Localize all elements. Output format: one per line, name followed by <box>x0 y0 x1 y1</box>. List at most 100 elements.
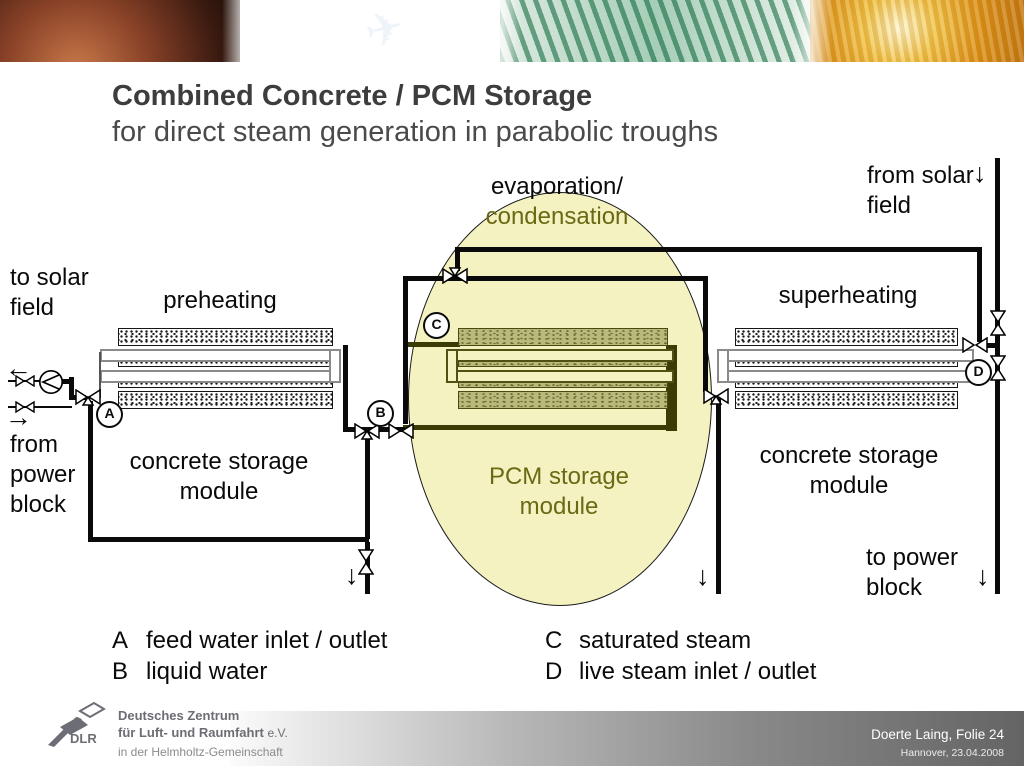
pcm-bar <box>458 328 668 346</box>
marker-d: D <box>965 359 992 386</box>
pipe-to-power <box>716 398 721 594</box>
valve-icon <box>990 355 1006 381</box>
tube-connector <box>329 349 341 383</box>
pipe <box>365 432 370 539</box>
pcm-pipe <box>403 425 671 430</box>
dlr-logo: DLR <box>48 701 106 747</box>
three-way-valve-icon <box>703 388 729 405</box>
concrete-bar <box>735 328 958 346</box>
label-line: module <box>179 478 259 505</box>
org-line-2: für Luft- und Raumfahrt e.V. <box>118 724 288 742</box>
label-line: block <box>10 491 67 518</box>
pipe <box>343 345 348 431</box>
arrow-right-icon: → <box>5 402 32 432</box>
heat-exchanger-tube <box>100 370 341 383</box>
pcm-bar <box>458 391 668 409</box>
tube-stub <box>99 352 101 398</box>
thin-pipe <box>8 406 72 408</box>
pipe <box>88 401 93 539</box>
org-line-1: Deutsches Zentrum <box>118 708 240 723</box>
pipe <box>455 247 982 252</box>
legend-item-a: A feed water inlet / outlet <box>112 627 387 655</box>
label-evaporation: evaporation/ <box>490 173 624 200</box>
label-line: field <box>10 294 55 321</box>
legend-key: A <box>112 627 129 654</box>
three-way-valve-icon <box>75 389 101 406</box>
heat-exchanger-tube <box>100 349 341 362</box>
footer-gradient-bar: Doerte Laing, Folie 24 Hannover, 23.04.2… <box>230 711 1024 766</box>
label-pcm-module: PCM storage module <box>459 462 659 522</box>
valve-icon <box>15 375 35 387</box>
pcm-tube-connector <box>446 349 458 383</box>
three-way-valve-icon <box>442 267 468 284</box>
arrow-down-icon: ↓ <box>973 158 987 188</box>
label-line: block <box>866 574 923 601</box>
valve-icon <box>15 401 35 413</box>
legend-key: B <box>112 658 129 685</box>
pipe <box>455 247 460 271</box>
label-line: module <box>809 472 889 499</box>
concrete-bar <box>118 391 333 409</box>
label-to-solar-field: to solar field <box>10 263 89 323</box>
banner-mars-image <box>0 0 240 62</box>
label-from-power-block: from power block <box>10 430 75 520</box>
pipe <box>982 343 996 348</box>
pcm-collector-pipe <box>666 345 677 431</box>
dlr-logo-text: DLR <box>70 731 97 746</box>
valve-icon <box>962 337 988 353</box>
arrow-left-icon: ← <box>5 353 32 383</box>
legend-text: saturated steam <box>579 627 752 654</box>
label-line: concrete storage <box>129 448 309 475</box>
org-line-3: in der Helmholtz-Gemeinschaft <box>118 745 283 759</box>
label-line: to power <box>866 544 959 571</box>
legend-text: feed water inlet / outlet <box>146 627 388 654</box>
label-superheating: superheating <box>778 282 918 309</box>
label-line: from <box>10 431 58 458</box>
legend-text: liquid water <box>146 658 268 685</box>
legend-item-d: D live steam inlet / outlet <box>545 658 816 686</box>
banner-solar-image <box>810 0 1024 62</box>
pipe <box>703 276 708 392</box>
label-condensation: condensation <box>485 203 629 230</box>
banner-blend <box>482 0 522 62</box>
label-line: to solar <box>10 264 89 291</box>
legend-text: live steam inlet / outlet <box>579 658 817 685</box>
label-concrete-module-right: concrete storage module <box>749 441 949 501</box>
concrete-bar <box>118 328 333 346</box>
legend-item-b: B liquid water <box>112 658 267 686</box>
tube-connector <box>717 349 729 383</box>
org-line-2-suffix: e.V. <box>267 726 288 740</box>
legend-item-c: C saturated steam <box>545 627 751 655</box>
label-line: power <box>10 461 76 488</box>
label-concrete-module-left: concrete storage module <box>119 447 319 507</box>
pipe <box>88 537 369 542</box>
pipe <box>60 379 72 384</box>
footer-org-block: Deutsches Zentrum für Luft- und Raumfahr… <box>118 707 288 759</box>
banner-blend <box>792 0 832 62</box>
footer-date: Hannover, 23.04.2008 <box>900 747 1004 759</box>
footer-author: Doerte Laing, Folie 24 <box>871 727 1004 742</box>
org-line-2-main: für Luft- und Raumfahrt <box>118 725 264 740</box>
title-block: Combined Concrete / PCM Storage for dire… <box>112 78 718 150</box>
pump-icon <box>38 369 64 395</box>
pcm-tube <box>446 349 674 362</box>
heat-exchanger-tube <box>717 370 974 383</box>
label-from-solar-field: from solar field <box>867 161 974 221</box>
header-image-banner: ✈ <box>0 0 1024 62</box>
valve-icon <box>388 423 414 439</box>
valve-icon <box>358 549 374 575</box>
pcm-pipe <box>405 342 460 347</box>
legend-key: D <box>545 658 563 685</box>
label-to-power-block: to power block <box>866 543 958 603</box>
arrow-down-icon: ↓ <box>696 561 710 591</box>
concrete-bar <box>735 391 958 409</box>
pcm-tube <box>446 370 674 383</box>
pipe <box>403 276 408 424</box>
banner-green-streaks-image <box>500 0 810 62</box>
heat-exchanger-tube <box>717 349 974 362</box>
pipe <box>977 247 982 342</box>
marker-c: C <box>423 312 450 339</box>
label-preheating: preheating <box>163 287 277 314</box>
label-line: PCM storage <box>488 463 630 490</box>
arrow-down-icon: ↓ <box>976 561 990 591</box>
